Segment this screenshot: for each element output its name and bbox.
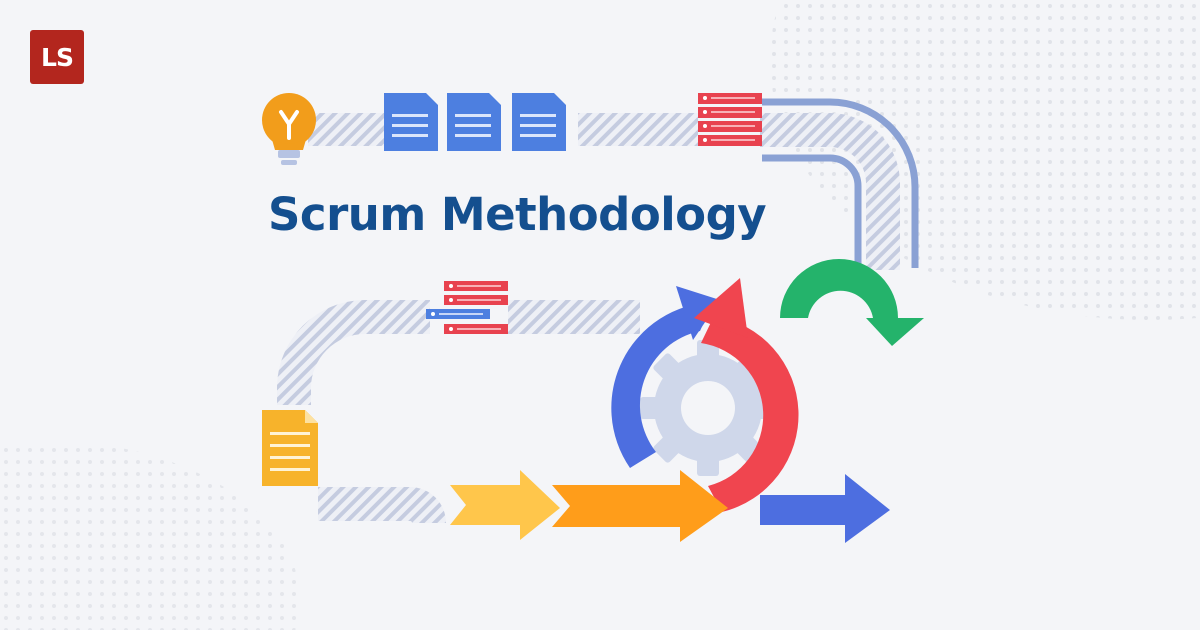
page-title: Scrum Methodology — [268, 188, 767, 241]
yellow-document-icon — [262, 410, 318, 486]
lightbulb-icon — [262, 93, 316, 165]
workflow-path — [277, 98, 919, 523]
arrow-right-icon-yellow — [450, 470, 560, 540]
cycle-arrow-green-icon — [780, 259, 924, 346]
document-icon-2 — [447, 93, 501, 151]
ls-logo[interactable]: LS — [30, 30, 84, 84]
cycle-arrow-red-icon — [694, 278, 799, 512]
arrow-right-icon-blue — [760, 474, 890, 543]
document-icon-3 — [512, 93, 566, 151]
logo-text: LS — [41, 42, 74, 72]
document-icon-1 — [384, 93, 438, 151]
backlog-list-icon — [698, 93, 762, 146]
cycle-arrow-blue-icon — [611, 286, 720, 468]
arrow-right-icon-orange — [552, 470, 728, 542]
sprint-backlog-icon — [426, 281, 508, 334]
